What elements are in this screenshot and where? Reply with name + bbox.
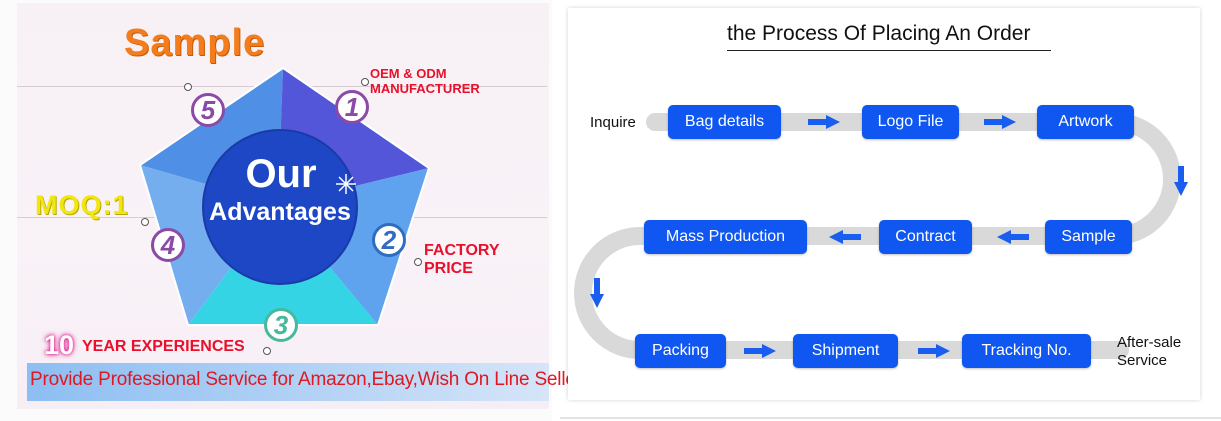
left-arrow-icon: [829, 230, 861, 244]
flow-track: [574, 113, 1181, 359]
step-packing: Packing: [635, 334, 726, 368]
number-badge-2: 2: [372, 223, 406, 257]
down-arrow-icon: [1174, 166, 1188, 196]
number-badge-5: 5: [191, 93, 225, 127]
years-number: 10: [44, 330, 75, 360]
number-badge-1: 1: [335, 90, 369, 124]
center-title-advantages: Advantages: [209, 198, 351, 226]
sample-label: Sample: [124, 22, 266, 64]
right-arrow-icon: [918, 344, 950, 358]
connector-dot: [361, 78, 369, 86]
step-bag-details: Bag details: [668, 105, 781, 139]
step-sample: Sample: [1045, 220, 1132, 254]
connector-dot: [141, 218, 149, 226]
after-sale-label-line2: Service: [1117, 352, 1168, 369]
process-title: the Process Of Placing An Order: [727, 22, 1031, 45]
pentagon-graphic: [138, 66, 431, 326]
service-banner: [27, 363, 549, 401]
inquire-label: Inquire: [590, 114, 636, 131]
right-arrow-icon: [744, 344, 776, 358]
factory-price-label: FACTORY PRICE: [424, 242, 500, 277]
step-shipment: Shipment: [793, 334, 898, 368]
step-logo-file: Logo File: [862, 105, 959, 139]
step-mass-production: Mass Production: [644, 220, 807, 254]
number-badge-4: 4: [151, 228, 185, 262]
title-underline: [727, 50, 1051, 51]
step-contract: Contract: [879, 220, 972, 254]
down-arrow-icon: [590, 278, 604, 308]
after-sale-label-line1: After-sale: [1117, 334, 1182, 351]
advantages-panel: Sample OEM & ODM MANUFACTURER MOQ:1 FACT…: [0, 0, 596, 421]
center-title-our: Our: [245, 152, 317, 196]
number-badge-3: 3: [264, 308, 298, 342]
step-artwork: Artwork: [1037, 105, 1134, 139]
step-tracking-no: Tracking No.: [962, 334, 1091, 368]
left-arrow-icon: [997, 230, 1029, 244]
connector-dot: [414, 258, 422, 266]
oem-odm-label: OEM & ODM MANUFACTURER: [370, 66, 480, 96]
panel-divider: [560, 417, 1221, 419]
right-arrow-icon: [984, 115, 1016, 129]
years-label: YEAR EXPERIENCES: [82, 338, 245, 355]
connector-dot: [263, 347, 271, 355]
moq-label: MOQ:1: [35, 190, 129, 220]
service-banner-text: Provide Professional Service for Amazon,…: [30, 369, 597, 390]
right-arrow-icon: [808, 115, 840, 129]
connector-dot: [184, 83, 192, 91]
